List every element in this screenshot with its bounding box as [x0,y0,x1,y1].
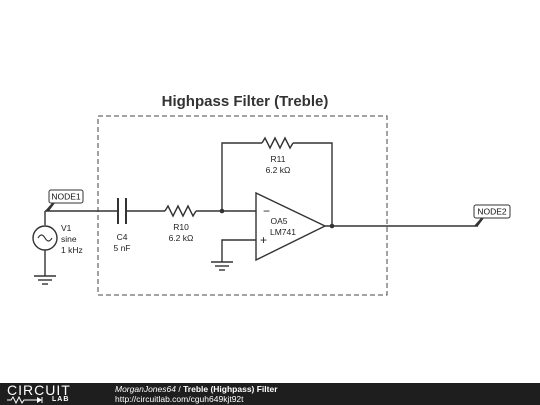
r10-name: R10 [173,222,189,232]
oa5-name: OA5 [270,216,287,226]
c4-value: 5 nF [113,243,130,253]
inverting-input-sign: − [263,204,270,218]
filter-boundary [97,115,388,296]
c4-capacitor[interactable] [117,198,127,224]
r10-resistor[interactable] [164,204,197,218]
footer-bar: CIRCUIT LAB MorganJones64 / Treble (High… [0,383,540,405]
r11-name: R11 [271,154,286,164]
v1-source[interactable] [32,225,58,251]
feedback-wire-left [221,142,262,211]
v1-type: sine [61,234,77,244]
circuitlab-logo-icon [7,396,43,404]
oa5-opamp[interactable] [255,191,327,262]
output-junction [329,223,335,229]
r11-value: 6.2 kΩ [266,165,291,175]
node2-label: NODE2 [477,207,507,217]
node1-label: NODE1 [51,192,81,202]
footer-separator: / [175,384,184,394]
c4-name: C4 [117,232,128,242]
opamp-ground-symbol [211,239,256,271]
schematic-canvas: Highpass Filter (Treble) NODE1 V1 sine 1… [32,93,511,296]
footer-attribution: MorganJones64 / Treble (Highpass) Filter [115,384,278,394]
oa5-part: LM741 [270,227,296,237]
v1-frequency: 1 kHz [61,245,83,255]
v1-name: V1 [61,223,72,233]
logo-circuit-text: CIRCUIT [7,382,71,398]
sine-wave-icon [37,234,53,242]
v1-ground-symbol [34,250,56,285]
project-title[interactable]: Treble (Highpass) Filter [183,384,278,394]
author-link[interactable]: MorganJones64 [115,384,176,394]
noninverting-input-sign: + [260,233,267,247]
diagram-title: Highpass Filter (Treble) [162,93,329,110]
feedback-wire-right [293,142,333,226]
r10-value: 6.2 kΩ [169,233,194,243]
r11-resistor[interactable] [261,136,294,150]
node1-tag[interactable]: NODE1 [45,189,84,211]
project-url[interactable]: http://circuitlab.com/cguh649kjt92t [115,394,244,404]
node2-tag[interactable]: NODE2 [473,204,511,226]
logo-lab-text: LAB [52,396,70,403]
